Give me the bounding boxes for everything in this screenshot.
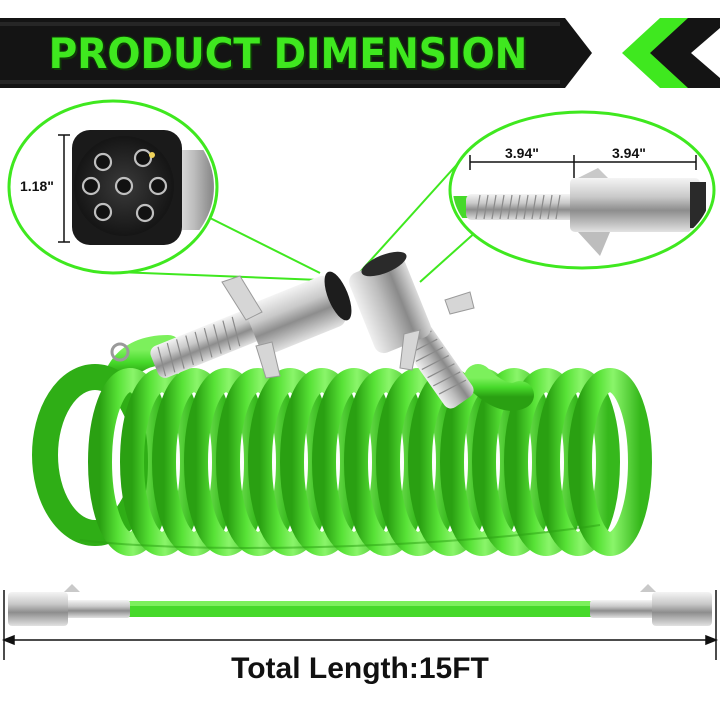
height-dimension-line [58,134,70,243]
straight-cable-diagram [1,584,719,660]
left-trailer-socket [110,271,352,379]
coiled-cable [32,335,652,556]
right-trailer-plug [349,251,534,411]
cable-coil-turn [536,368,620,556]
cable-coils [88,368,652,556]
plug-side-callout [359,110,716,283]
title-banner [0,18,592,88]
total-length-dimension-line [1,590,719,660]
plug-right-length-label: 3.94" [612,145,646,161]
double-chevron-left-icon [622,18,720,88]
plug-face-callout [7,99,321,281]
total-length-label: Total Length:15FT [231,652,489,685]
length-dimension-lines [469,155,697,178]
cable-coil-turn [568,368,652,556]
socket-pins [81,148,168,223]
face-height-label: 1.18" [20,178,54,194]
plug-left-length-label: 3.94" [505,145,539,161]
page-title: PRODUCT DIMENSION [48,28,528,78]
